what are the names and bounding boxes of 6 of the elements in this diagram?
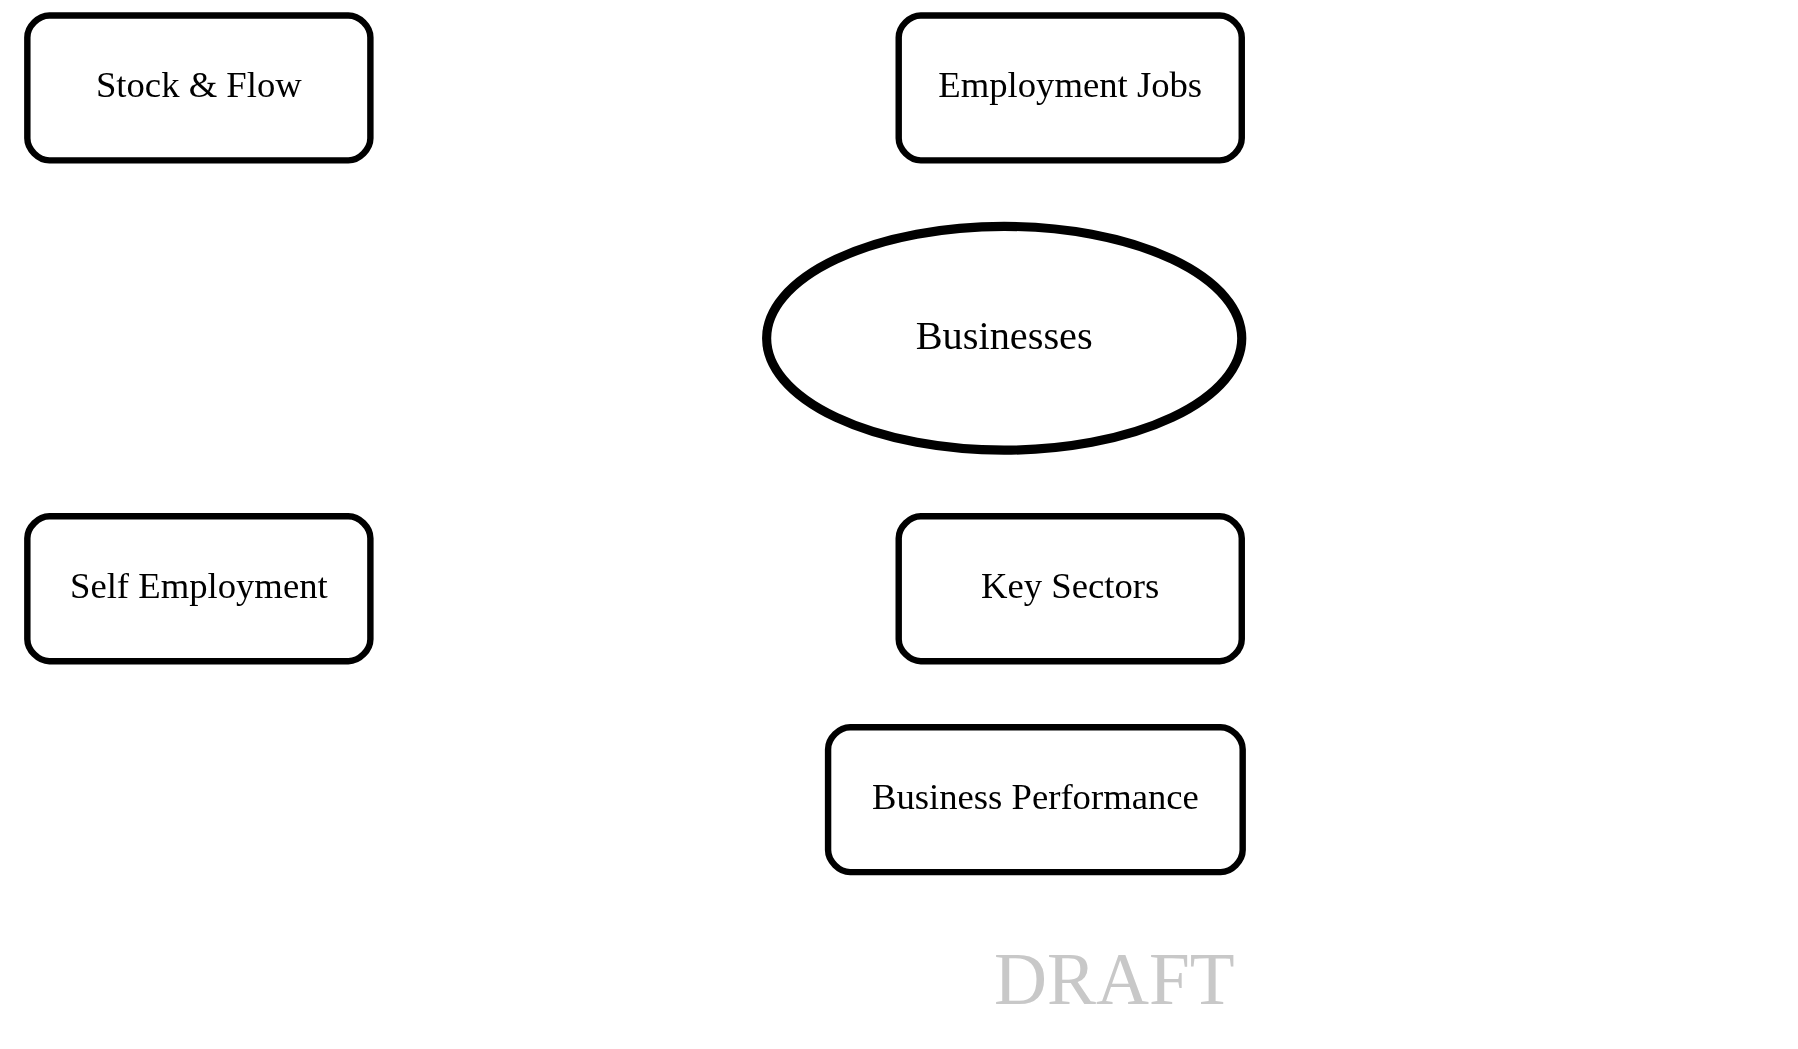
node-box: Stock & Flow [23, 12, 374, 164]
node-box: Business Performance [824, 724, 1246, 876]
node-ellipse: Businesses [761, 221, 1246, 455]
node-box: Key Sectors [895, 513, 1245, 665]
node-box: Employment Jobs [895, 12, 1245, 164]
node-box: Self Employment [23, 513, 374, 665]
